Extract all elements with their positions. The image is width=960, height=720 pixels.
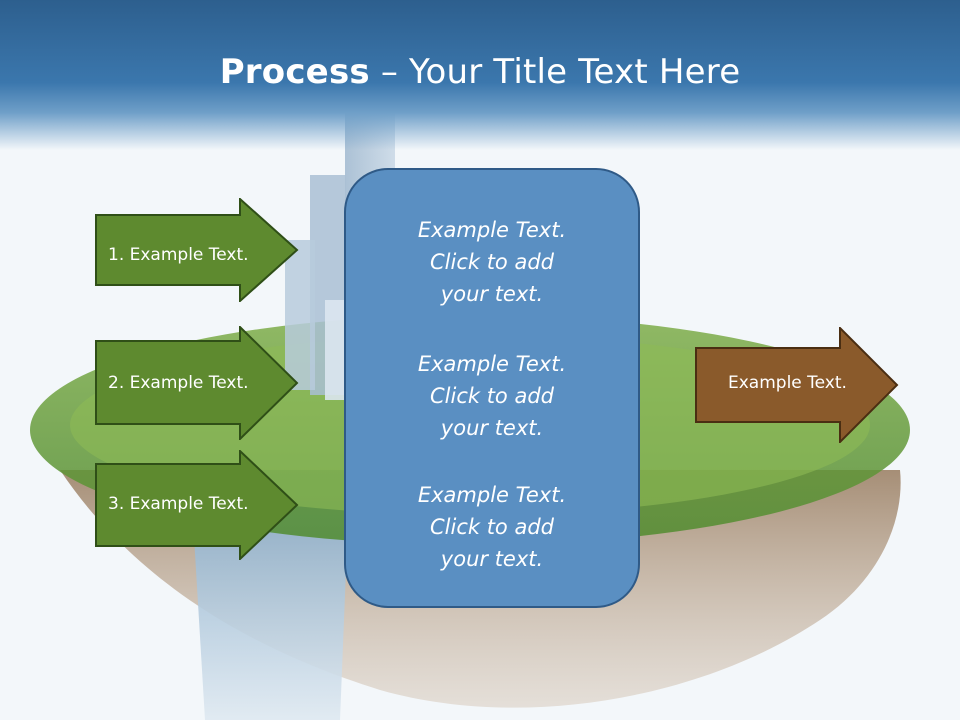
center-text-block-2: Example Text. Click to add your text. bbox=[346, 348, 638, 444]
step-3-arrow[interactable] bbox=[95, 450, 299, 560]
block-1-line-2: Click to add bbox=[429, 250, 554, 274]
block-3-line-1: Example Text. bbox=[417, 483, 567, 507]
center-text-block-3: Example Text. Click to add your text. bbox=[346, 479, 638, 575]
center-text-box[interactable]: Example Text. Click to add your text. Ex… bbox=[344, 168, 640, 608]
title-bar bbox=[0, 0, 960, 150]
step-1-label: 1. Example Text. bbox=[108, 245, 249, 265]
step-2-arrow[interactable] bbox=[95, 326, 299, 440]
output-arrow-label: Example Text. bbox=[728, 373, 847, 393]
block-1-line-1: Example Text. bbox=[417, 218, 567, 242]
block-2-line-3: your text. bbox=[440, 416, 544, 440]
center-text-block-1: Example Text. Click to add your text. bbox=[346, 214, 638, 310]
block-1-line-3: your text. bbox=[440, 282, 544, 306]
step-1-arrow[interactable] bbox=[95, 198, 299, 302]
block-3-line-3: your text. bbox=[440, 547, 544, 571]
block-3-line-2: Click to add bbox=[429, 515, 554, 539]
step-2-label: 2. Example Text. bbox=[108, 373, 249, 393]
output-arrow[interactable] bbox=[695, 327, 899, 443]
title-bold: Process bbox=[219, 52, 370, 92]
block-2-line-1: Example Text. bbox=[417, 352, 567, 376]
step-3-label: 3. Example Text. bbox=[108, 494, 249, 514]
block-2-line-2: Click to add bbox=[429, 384, 554, 408]
title-rest: – Your Title Text Here bbox=[369, 52, 741, 92]
page-title: Process – Your Title Text Here bbox=[0, 52, 960, 92]
